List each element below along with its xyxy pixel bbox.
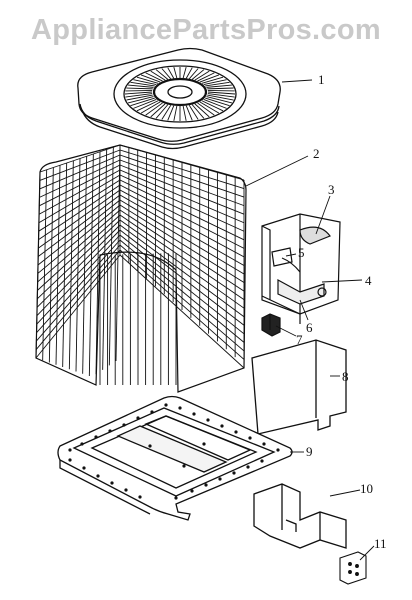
callout-5: 5 [298,245,305,260]
part-9-base-pan [57,395,293,521]
callout-7: 7 [296,332,303,347]
part-3-control-box [261,213,341,324]
part-7-bracket [261,313,281,337]
part-2-coil-guard [35,144,247,393]
callout-8: 8 [342,369,349,384]
part-10-corner-panel [253,483,347,549]
callout-6: 6 [306,320,313,335]
callout-10: 10 [360,481,373,496]
part-1-top-cover [77,47,281,150]
leader-lines [245,79,375,561]
callout-3: 3 [328,182,335,197]
callout-labels: 1 2 3 4 5 6 7 8 9 10 11 [296,72,387,551]
part-8-access-panel [251,339,347,435]
watermark: AppliancePartsPros.com [31,14,381,46]
callout-11: 11 [374,536,387,551]
callout-1: 1 [318,72,325,87]
callout-9: 9 [306,444,313,459]
callout-2: 2 [313,146,320,161]
callout-4: 4 [365,273,372,288]
part-11-label-plate [339,551,367,585]
